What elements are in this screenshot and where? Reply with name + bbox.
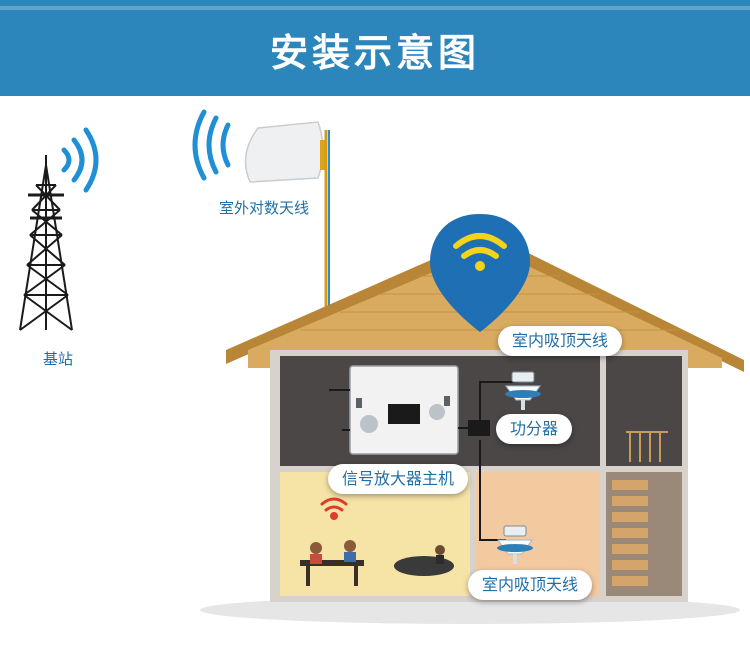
amplifier-label: 信号放大器主机 [328,464,469,494]
header-stripe [0,6,750,10]
upper-room-stair [606,356,682,466]
page-title: 安装示意图 [269,31,480,75]
ceiling-antenna-icon [505,371,541,410]
outdoor-antenna-label: 室外对数天线 [219,199,309,217]
splitter-icon [468,420,490,436]
ground-shadow [200,596,740,624]
wifi-icon [320,497,348,520]
amplifier-icon [349,365,459,455]
ceiling-antenna-bottom-label: 室内吸顶天线 [468,570,593,600]
dining-table [300,540,454,586]
signal-waves-icon [61,127,99,193]
splitter-label: 功分器 [496,414,573,444]
cell-tower-icon [19,155,73,331]
staircase [612,480,648,586]
base-station-label: 基站 [43,350,73,368]
wifi-pin-icon [430,214,530,332]
ceiling-antenna-top-label: 室内吸顶天线 [498,326,623,356]
ceiling-antenna-icon [497,525,533,564]
header-banner: 安装示意图 [0,0,750,96]
log-periodic-antenna-icon [244,121,326,183]
signal-waves-icon [192,109,231,181]
stair-railing [626,431,668,462]
